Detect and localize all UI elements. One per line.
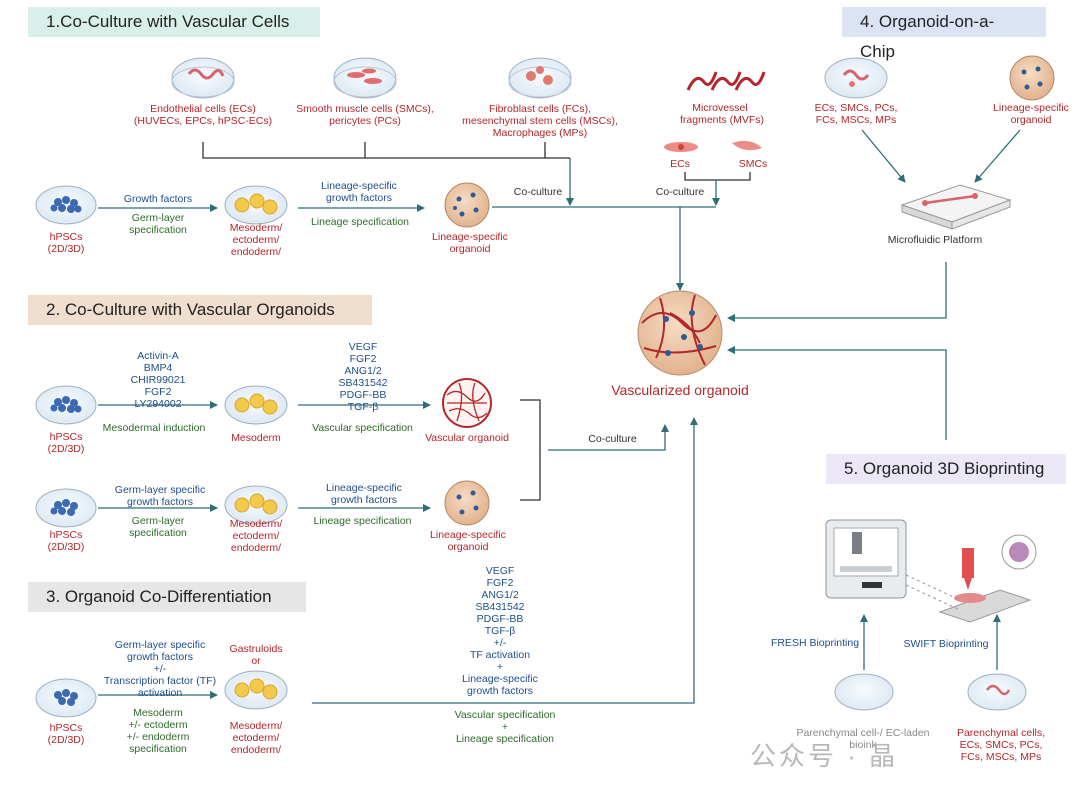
vascular-spec-label: Vascular specification	[312, 422, 413, 434]
vascularized-organoid-label: Vascularized organoid	[611, 382, 749, 398]
s4-to-center-arrow	[727, 262, 947, 322]
mvf-ecs-label: ECs	[670, 158, 690, 170]
s4-cells-dish-icon	[824, 57, 888, 99]
watermark: 公众号 · 晶	[750, 741, 899, 771]
hpscs-dish-2-icon	[35, 385, 97, 425]
mesoderm-dish-1-icon	[224, 185, 288, 225]
s5-cells-label: Parenchymal cells, ECs, SMCs, PCs, FCs, …	[956, 727, 1046, 763]
smcs-label: Smooth muscle cells (SMCs), pericytes (P…	[296, 103, 434, 127]
s4-arrow-left	[861, 129, 906, 183]
mesoderm-label-4: Mesoderm/ ectoderm/ endoderm/	[229, 720, 283, 756]
mesoderm-label-3: Mesoderm/ ectoderm/ endoderm/	[229, 518, 283, 554]
s4-organoid-icon	[1009, 55, 1055, 101]
mesodermal-induction-label: Mesodermal induction	[102, 422, 206, 434]
s3-to-center-arrow	[312, 417, 698, 704]
dishes	[35, 55, 1055, 718]
s5-cells-dish-icon	[967, 673, 1027, 711]
vascularized-organoid-icon	[637, 290, 723, 376]
connectors	[98, 129, 1021, 704]
lineage-organoid-1-icon	[444, 182, 490, 228]
hpscs-dish-1-icon	[35, 185, 97, 225]
center-factors-label: VEGF FGF2 ANG1/2 SB431542 PDGF-BB TGF-β …	[462, 565, 538, 697]
mvf-smcs-icon	[732, 140, 762, 151]
s2-germ-gf-label: Germ-layer specific growth factors	[114, 484, 206, 508]
microfluidic-label: Microfluidic Platform	[887, 234, 983, 246]
bioprinter-icon	[825, 519, 907, 599]
lineage-spec-label-2: Lineage specification	[313, 515, 412, 527]
s2-factors-label: Activin-A BMP4 CHIR99021 FGF2 LY294002	[130, 350, 186, 410]
growth-factors-label: Growth factors	[123, 193, 193, 205]
mesoderm-dish-4-icon	[224, 670, 288, 710]
s3-spec-label: Mesoderm +/- ectoderm +/- endoderm speci…	[126, 707, 190, 755]
s4-organoid-label: Lineage-specific organoid	[993, 102, 1069, 126]
dish-ecs-icon	[171, 57, 235, 99]
s2-coculture-label: Co-culture	[588, 433, 637, 445]
hpscs-label-3: hPSCs (2D/3D)	[47, 529, 85, 553]
dish-fcs-icon	[508, 57, 572, 99]
hpscs-label-1: hPSCs (2D/3D)	[47, 231, 85, 255]
s2-coculture-arrow	[548, 424, 669, 451]
hpscs-label-4: hPSCs (2D/3D)	[47, 722, 85, 746]
vasc-factors-label: VEGF FGF2 ANG1/2 SB431542 PDGF-BB TGF-β	[338, 341, 388, 413]
coculture-label-a: Co-culture	[513, 186, 563, 198]
bioink-label: Parenchymal cell-/ EC-laden bioink	[796, 727, 930, 751]
mesoderm-label-1: Mesoderm/ ectoderm/ endoderm/	[229, 222, 283, 258]
coculture-label-b: Co-culture	[655, 186, 705, 198]
lineage-organoid-label-2: Lineage-specific organoid	[430, 529, 506, 553]
section-4-header: 4. Organoid-on-a-Chip	[842, 7, 1046, 61]
fcs-label: Fibroblast cells (FCs), mesenchymal stem…	[462, 103, 618, 139]
s2-bracket	[520, 399, 541, 501]
mvf-ecs-icon	[664, 142, 698, 152]
mvf-smcs-label: SMCs	[738, 158, 768, 170]
vascular-organoid-label: Vascular organoid	[425, 432, 509, 444]
mvf-fragments-icon	[686, 71, 766, 91]
s5-bioink-dish-icon	[834, 673, 894, 711]
mvf-bracket	[684, 172, 751, 181]
mvf-label: Microvessel fragments (MVFs)	[680, 102, 765, 126]
mesoderm-dish-3-icon	[224, 485, 288, 525]
s4-cells-label: ECs, SMCs, PCs, FCs, MSCs, MPs	[814, 102, 898, 126]
s2-germ-spec-label: Germ-layer specification	[129, 515, 187, 539]
s5-to-center-arrow	[727, 346, 947, 440]
lineage-spec-label-1: Lineage specification	[310, 216, 410, 228]
lineage-gf-label-1: Lineage-specific growth factors	[321, 180, 397, 204]
section-3-header: 3. Organoid Co-Differentiation	[28, 582, 306, 612]
ecs-label: Endothelial cells (ECs) (HUVECs, EPCs, h…	[133, 103, 273, 127]
hpscs-dish-3-icon	[35, 488, 97, 528]
gastruloids-label: Gastruloids or	[229, 643, 283, 667]
section-2-header: 2. Co-Culture with Vascular Organoids	[28, 295, 372, 325]
s3-factors-label: Germ-layer specific growth factors +/- T…	[103, 639, 217, 699]
s4-arrow-right	[974, 129, 1021, 183]
s1-top-bracket	[202, 142, 546, 159]
center-spec-label: Vascular specification + Lineage specifi…	[454, 709, 556, 745]
mesoderm-dish-2-icon	[224, 385, 288, 425]
swift-bioprint-icon	[905, 534, 1037, 623]
section-5-header: 5. Organoid 3D Bioprinting	[826, 454, 1066, 484]
fresh-label: FRESH Bioprinting	[770, 637, 860, 649]
dish-smcs-icon	[333, 57, 397, 99]
mesoderm-label-2: Mesoderm	[231, 432, 281, 444]
lineage-organoid-2-icon	[444, 480, 490, 526]
section-1-header: 1.Co-Culture with Vascular Cells	[28, 7, 320, 37]
hpscs-dish-4-icon	[35, 678, 97, 718]
vascular-organoid-icon	[442, 378, 492, 428]
lineage-organoid-label-1: Lineage-specific organoid	[432, 231, 508, 255]
lineage-gf-label-2: Lineage-specific growth factors	[326, 482, 402, 506]
microfluidic-chip-icon	[900, 184, 1012, 230]
hpscs-label-2: hPSCs (2D/3D)	[47, 431, 85, 455]
germ-layer-spec-label: Germ-layer specification	[129, 212, 187, 236]
swift-label: SWIFT Bioprinting	[903, 638, 989, 650]
